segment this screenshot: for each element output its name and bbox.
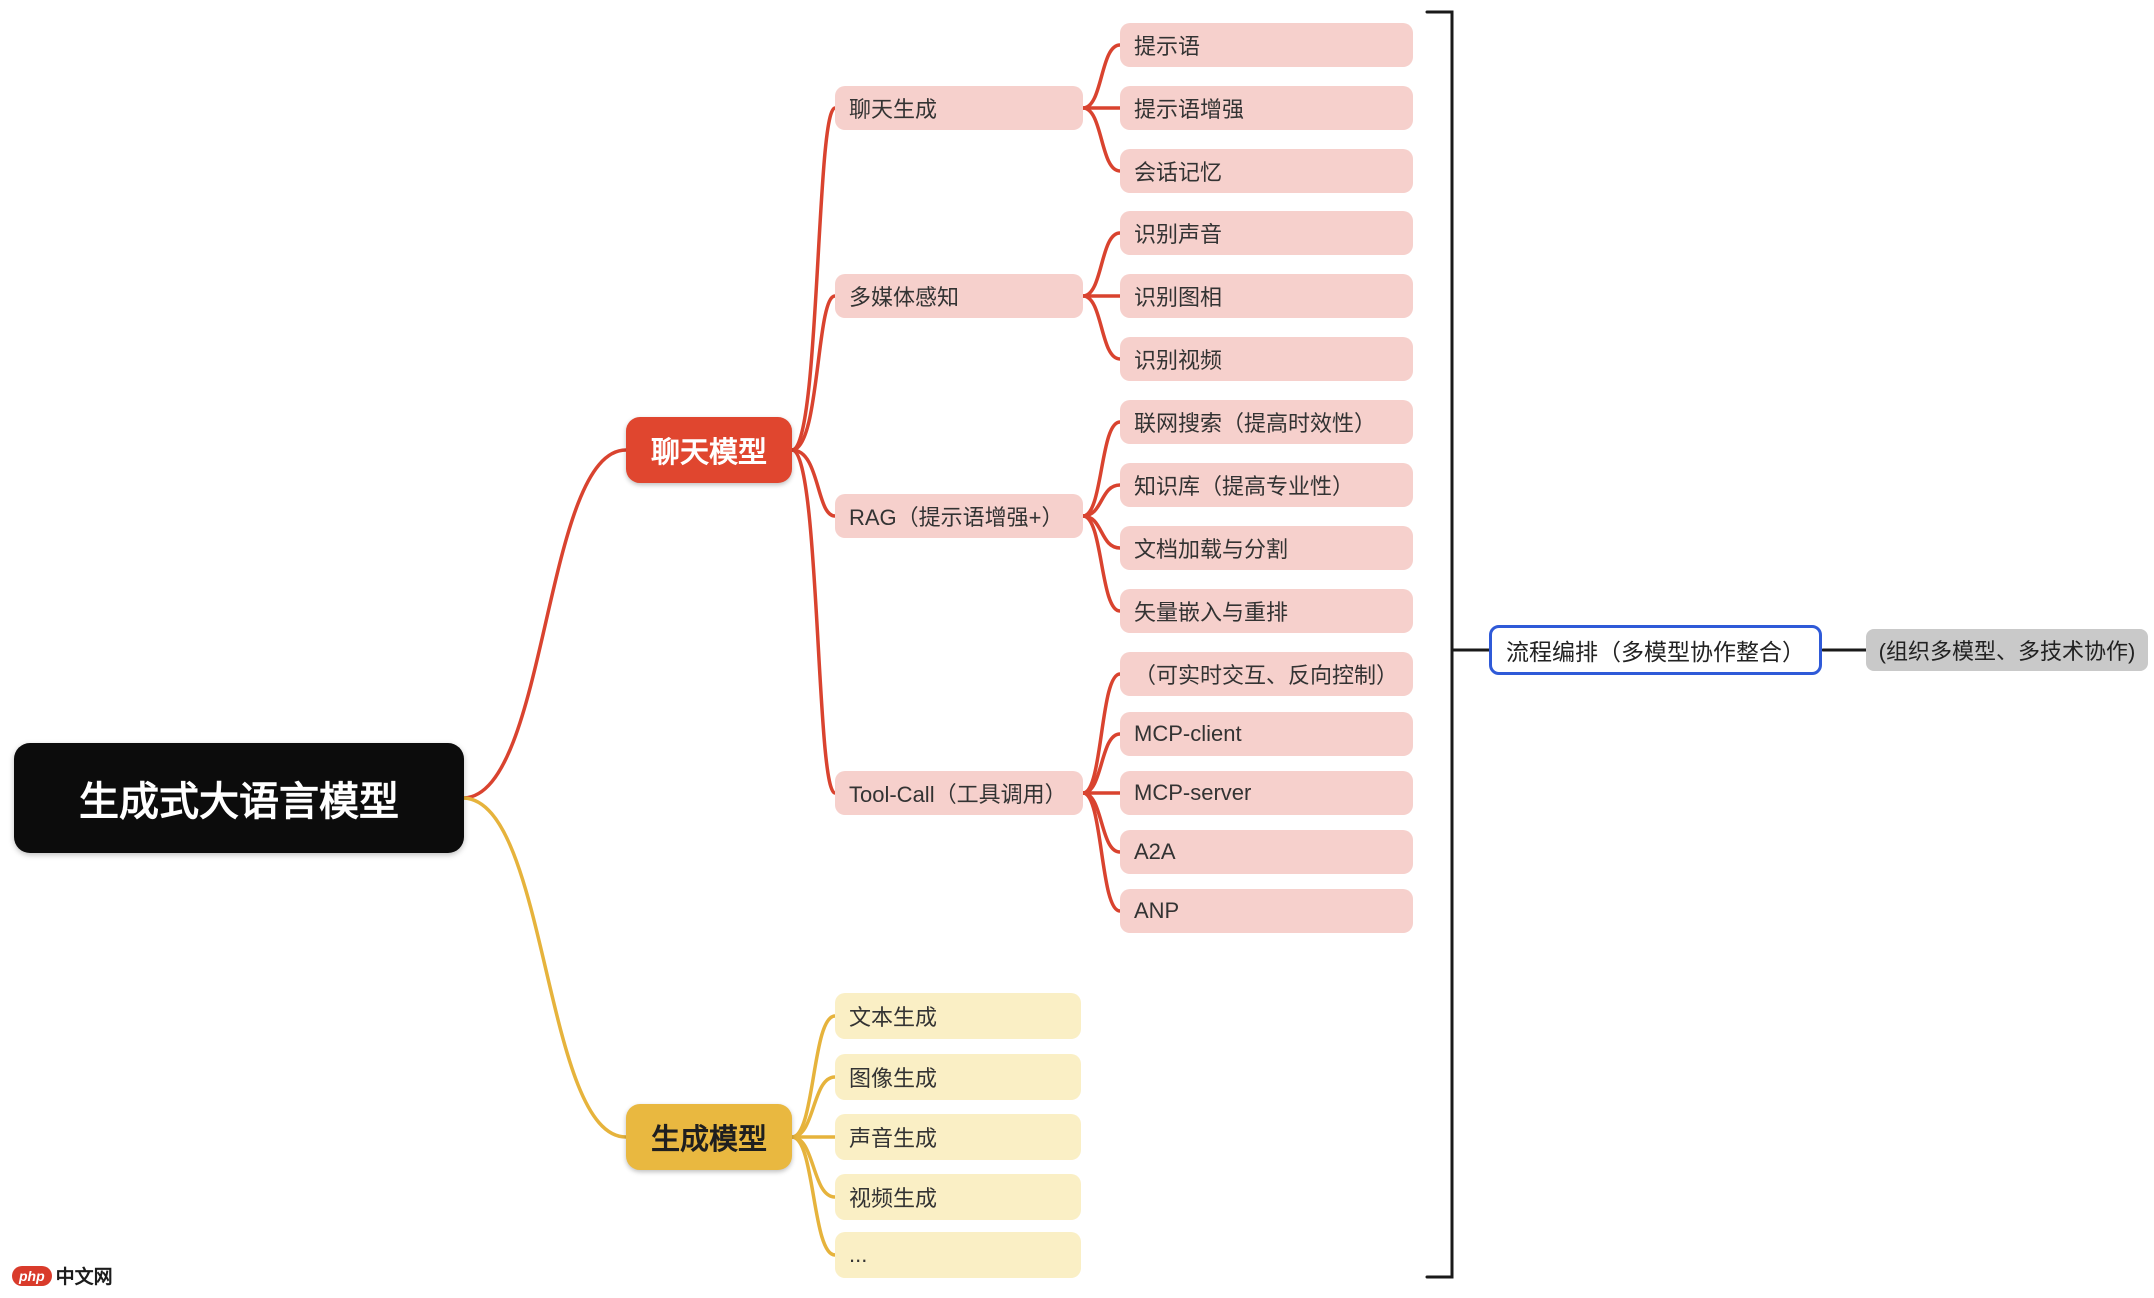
group-tool-call[interactable]: Tool-Call（工具调用） bbox=[835, 771, 1083, 815]
leaf-image-generation[interactable]: 图像生成 bbox=[835, 1054, 1081, 1100]
leaf-voice-recognition[interactable]: 识别声音 bbox=[1120, 211, 1413, 255]
leaf-anp[interactable]: ANP bbox=[1120, 889, 1413, 933]
leaf-prompt[interactable]: 提示语 bbox=[1120, 23, 1413, 67]
leaf-session-memory[interactable]: 会话记忆 bbox=[1120, 149, 1413, 193]
leaf-audio-generation[interactable]: 声音生成 bbox=[835, 1114, 1081, 1160]
leaf-realtime-interaction[interactable]: （可实时交互、反向控制） bbox=[1120, 652, 1413, 696]
leaf-knowledge-base[interactable]: 知识库（提高专业性） bbox=[1120, 463, 1413, 507]
group-multimedia-perception[interactable]: 多媒体感知 bbox=[835, 274, 1083, 318]
leaf-a2a[interactable]: A2A bbox=[1120, 830, 1413, 874]
leaf-image-recognition[interactable]: 识别图相 bbox=[1120, 274, 1413, 318]
node-root[interactable]: 生成式大语言模型 bbox=[14, 743, 464, 853]
branch-chat-model[interactable]: 聊天模型 bbox=[626, 417, 792, 483]
php-logo-badge: php bbox=[12, 1265, 52, 1286]
leaf-mcp-server[interactable]: MCP-server bbox=[1120, 771, 1413, 815]
leaf-video-recognition[interactable]: 识别视频 bbox=[1120, 337, 1413, 381]
leaf-web-search[interactable]: 联网搜索（提高时效性） bbox=[1120, 400, 1413, 444]
leaf-prompt-enhance[interactable]: 提示语增强 bbox=[1120, 86, 1413, 130]
branch-generate-model[interactable]: 生成模型 bbox=[626, 1104, 792, 1170]
leaf-vector-embedding[interactable]: 矢量嵌入与重排 bbox=[1120, 589, 1413, 633]
leaf-video-generation[interactable]: 视频生成 bbox=[835, 1174, 1081, 1220]
watermark-text: 中文网 bbox=[55, 1267, 113, 1288]
group-chat-generation[interactable]: 聊天生成 bbox=[835, 86, 1083, 130]
leaf-doc-loading[interactable]: 文档加载与分割 bbox=[1120, 526, 1413, 570]
group-rag[interactable]: RAG（提示语增强+） bbox=[835, 494, 1083, 538]
leaf-text-generation[interactable]: 文本生成 bbox=[835, 993, 1081, 1039]
watermark: php 中文网 bbox=[12, 1262, 113, 1289]
orchestration-note-box: (组织多模型、多技术协作) bbox=[1866, 629, 2148, 671]
leaf-mcp-client[interactable]: MCP-client bbox=[1120, 712, 1413, 756]
leaf-more[interactable]: ... bbox=[835, 1232, 1081, 1278]
flow-orchestration-box[interactable]: 流程编排（多模型协作整合） bbox=[1489, 625, 1822, 675]
